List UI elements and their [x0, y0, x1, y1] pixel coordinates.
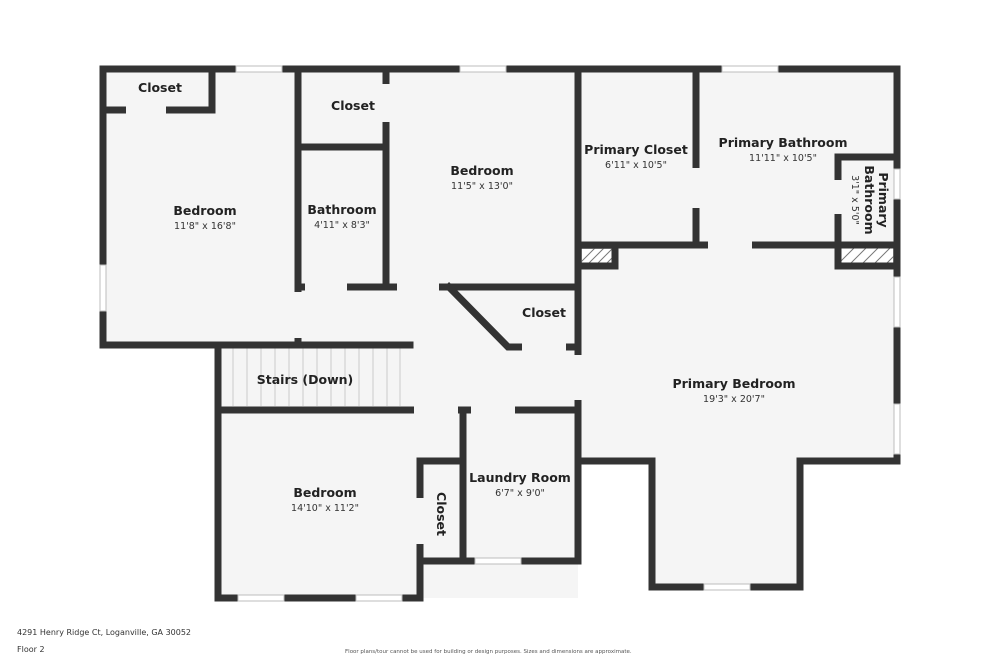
room-labels: Closet Closet Bedroom 11'8" x 16'8" Bath…: [138, 80, 891, 536]
bedroom-n-dims: 11'5" x 13'0": [451, 181, 513, 192]
primary-bathroom-small-dims: 3'1" x 5'0": [849, 175, 860, 225]
closet-mid-name: Closet: [522, 305, 566, 320]
walls: [99, 65, 901, 602]
primary-bedroom-name: Primary Bedroom: [672, 376, 795, 391]
windows: [99, 65, 901, 602]
door-openings: [126, 84, 842, 544]
closet-sw-name: Closet: [434, 492, 449, 536]
bedroom-w-name: Bedroom: [173, 203, 236, 218]
primary-bathroom-dims: 11'11" x 10'5": [749, 153, 817, 164]
primary-bathroom-small-name-1: Primary: [876, 172, 891, 227]
primary-bathroom-small-name-2: Bathroom: [862, 165, 877, 234]
primary-closet-name: Primary Closet: [584, 142, 688, 157]
stairs-name: Stairs (Down): [257, 372, 354, 387]
bedroom-sw-dims: 14'10" x 11'2": [291, 503, 359, 514]
bedroom-n-name: Bedroom: [450, 163, 513, 178]
primary-closet-dims: 6'11" x 10'5": [605, 160, 667, 171]
bathroom-dims: 4'11" x 8'3": [314, 220, 370, 231]
stairs-treads: [232, 348, 401, 406]
laundry-dims: 6'7" x 9'0": [495, 488, 545, 499]
hatched-chases: [580, 245, 895, 267]
bathroom-name: Bathroom: [307, 202, 376, 217]
closet-nw-name: Closet: [138, 80, 182, 95]
address-text: 4291 Henry Ridge Ct, Loganville, GA 3005…: [17, 628, 192, 637]
bedroom-sw-name: Bedroom: [293, 485, 356, 500]
disclaimer-text: Floor plans/tour cannot be used for buil…: [345, 649, 632, 655]
laundry-name: Laundry Room: [469, 470, 571, 485]
closet-top-name: Closet: [331, 98, 375, 113]
bedroom-w-dims: 11'8" x 16'8": [174, 221, 236, 232]
floor-area: [103, 69, 898, 598]
floor-label: Floor 2: [17, 645, 45, 654]
primary-bedroom-dims: 19'3" x 20'7": [703, 394, 765, 405]
primary-bathroom-name: Primary Bathroom: [719, 135, 848, 150]
